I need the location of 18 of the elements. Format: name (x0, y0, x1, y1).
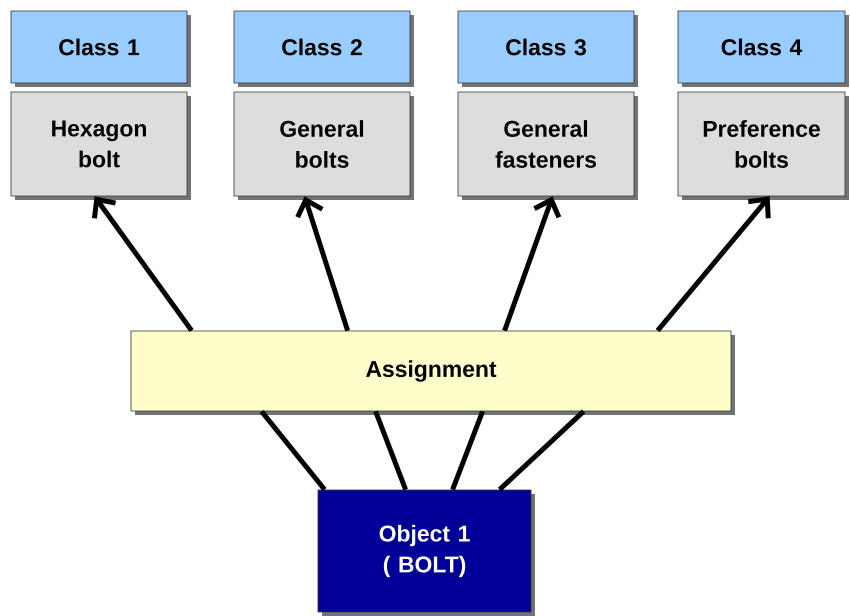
connector-line (498, 410, 586, 492)
class-header-box: Class 4 (678, 10, 849, 87)
class-box: General fasteners (458, 92, 638, 200)
arrow (656, 196, 771, 332)
object-box: Object 1 ( BOLT) (318, 490, 535, 616)
class-header-box: Class 1 (10, 10, 191, 87)
class-header-box: Class 2 (234, 10, 414, 87)
arrow (92, 196, 194, 332)
class-header-box: Class 3 (458, 10, 638, 87)
class-box: Preference bolts (678, 92, 849, 200)
connector-line (260, 410, 327, 492)
assignment-band: Assignment (130, 330, 735, 415)
class-box: General bolts (234, 92, 414, 200)
class-box: Hexagon bolt (10, 92, 191, 200)
arrow (295, 196, 350, 332)
arrow (502, 196, 562, 332)
connector-line (450, 410, 485, 490)
connector-line (373, 410, 408, 490)
